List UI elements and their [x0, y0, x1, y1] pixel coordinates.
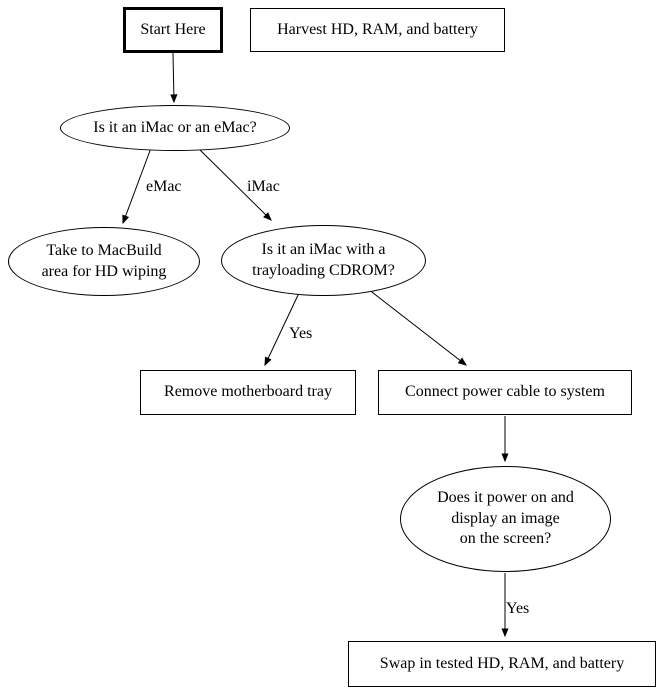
node-harvest: Harvest HD, RAM, and battery	[250, 8, 505, 52]
node-swap-tested-parts: Swap in tested HD, RAM, and battery	[348, 641, 656, 687]
decision-power-on-display: Does it power on and display an image on…	[400, 466, 611, 572]
node-connect-power-cable: Connect power cable to system	[378, 370, 632, 415]
node-remove-motherboard-tray: Remove motherboard tray	[140, 370, 356, 415]
decision-imac-or-emac: Is it an iMac or an eMac?	[60, 105, 290, 151]
node-macbuild-hd-wiping: Take to MacBuild area for HD wiping	[8, 227, 200, 296]
edge-label-emac: eMac	[146, 178, 182, 195]
edge-start-to-mac-type	[170, 52, 178, 104]
edge-label-imac: iMac	[247, 178, 280, 195]
edge-label-yes-tray: Yes	[289, 325, 313, 342]
node-start-here: Start Here	[123, 7, 223, 53]
decision-trayloading-cdrom: Is it an iMac with a trayloading CDROM?	[221, 225, 426, 296]
edge-label-yes-power: Yes	[506, 600, 530, 617]
edge-trayload-to-connect-power	[367, 288, 467, 366]
